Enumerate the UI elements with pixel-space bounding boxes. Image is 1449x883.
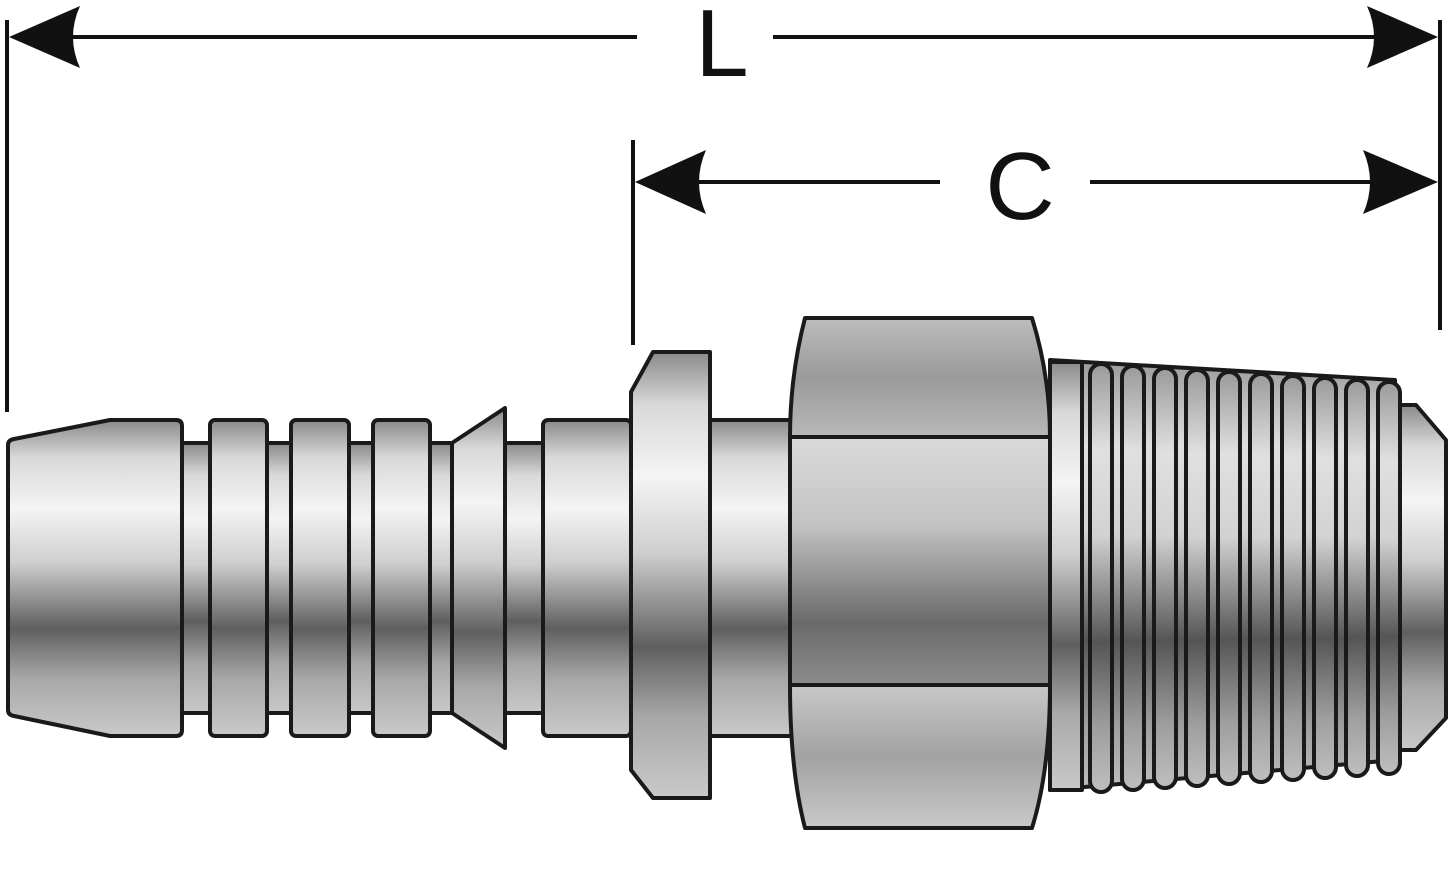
dimension-label-l: L <box>695 0 748 97</box>
thread-crest <box>1280 374 1306 782</box>
thread-crest <box>1088 362 1114 794</box>
thread-crest <box>1184 368 1210 788</box>
thread-crest <box>1152 366 1178 790</box>
thread-crest <box>1120 364 1146 792</box>
thread-crest <box>1312 376 1338 780</box>
arrowhead-l-left <box>9 6 80 68</box>
thread-crest <box>1216 370 1242 786</box>
hex-face-middle <box>788 435 1052 687</box>
thread-crest <box>1344 378 1370 778</box>
hose-fitting <box>6 316 1448 830</box>
hex-neck <box>708 418 797 738</box>
arrowhead-c-left <box>635 150 706 214</box>
stem-barb-3 <box>371 418 432 738</box>
stem-nose <box>6 418 184 738</box>
dimension-label-c: C <box>985 133 1054 240</box>
arrowhead-l-right <box>1367 6 1438 68</box>
hex-face-top <box>788 316 1052 439</box>
thread-crest <box>1248 372 1274 784</box>
stem-cone-barb <box>450 406 507 750</box>
arrowhead-c-right <box>1363 150 1438 214</box>
stem-collar <box>541 418 633 738</box>
stem-barb-2 <box>289 418 351 738</box>
thread-relief <box>1048 360 1084 792</box>
dimension-c: C <box>631 133 1438 345</box>
flange <box>629 350 712 800</box>
hex-nut <box>788 316 1052 830</box>
stem-barb-1 <box>208 418 269 738</box>
hex-face-bottom <box>788 683 1052 830</box>
dimension-l: L <box>5 0 1442 412</box>
thread-end-chamfer <box>1398 403 1448 752</box>
thread-crests <box>1088 362 1402 794</box>
thread-crest <box>1376 380 1402 776</box>
